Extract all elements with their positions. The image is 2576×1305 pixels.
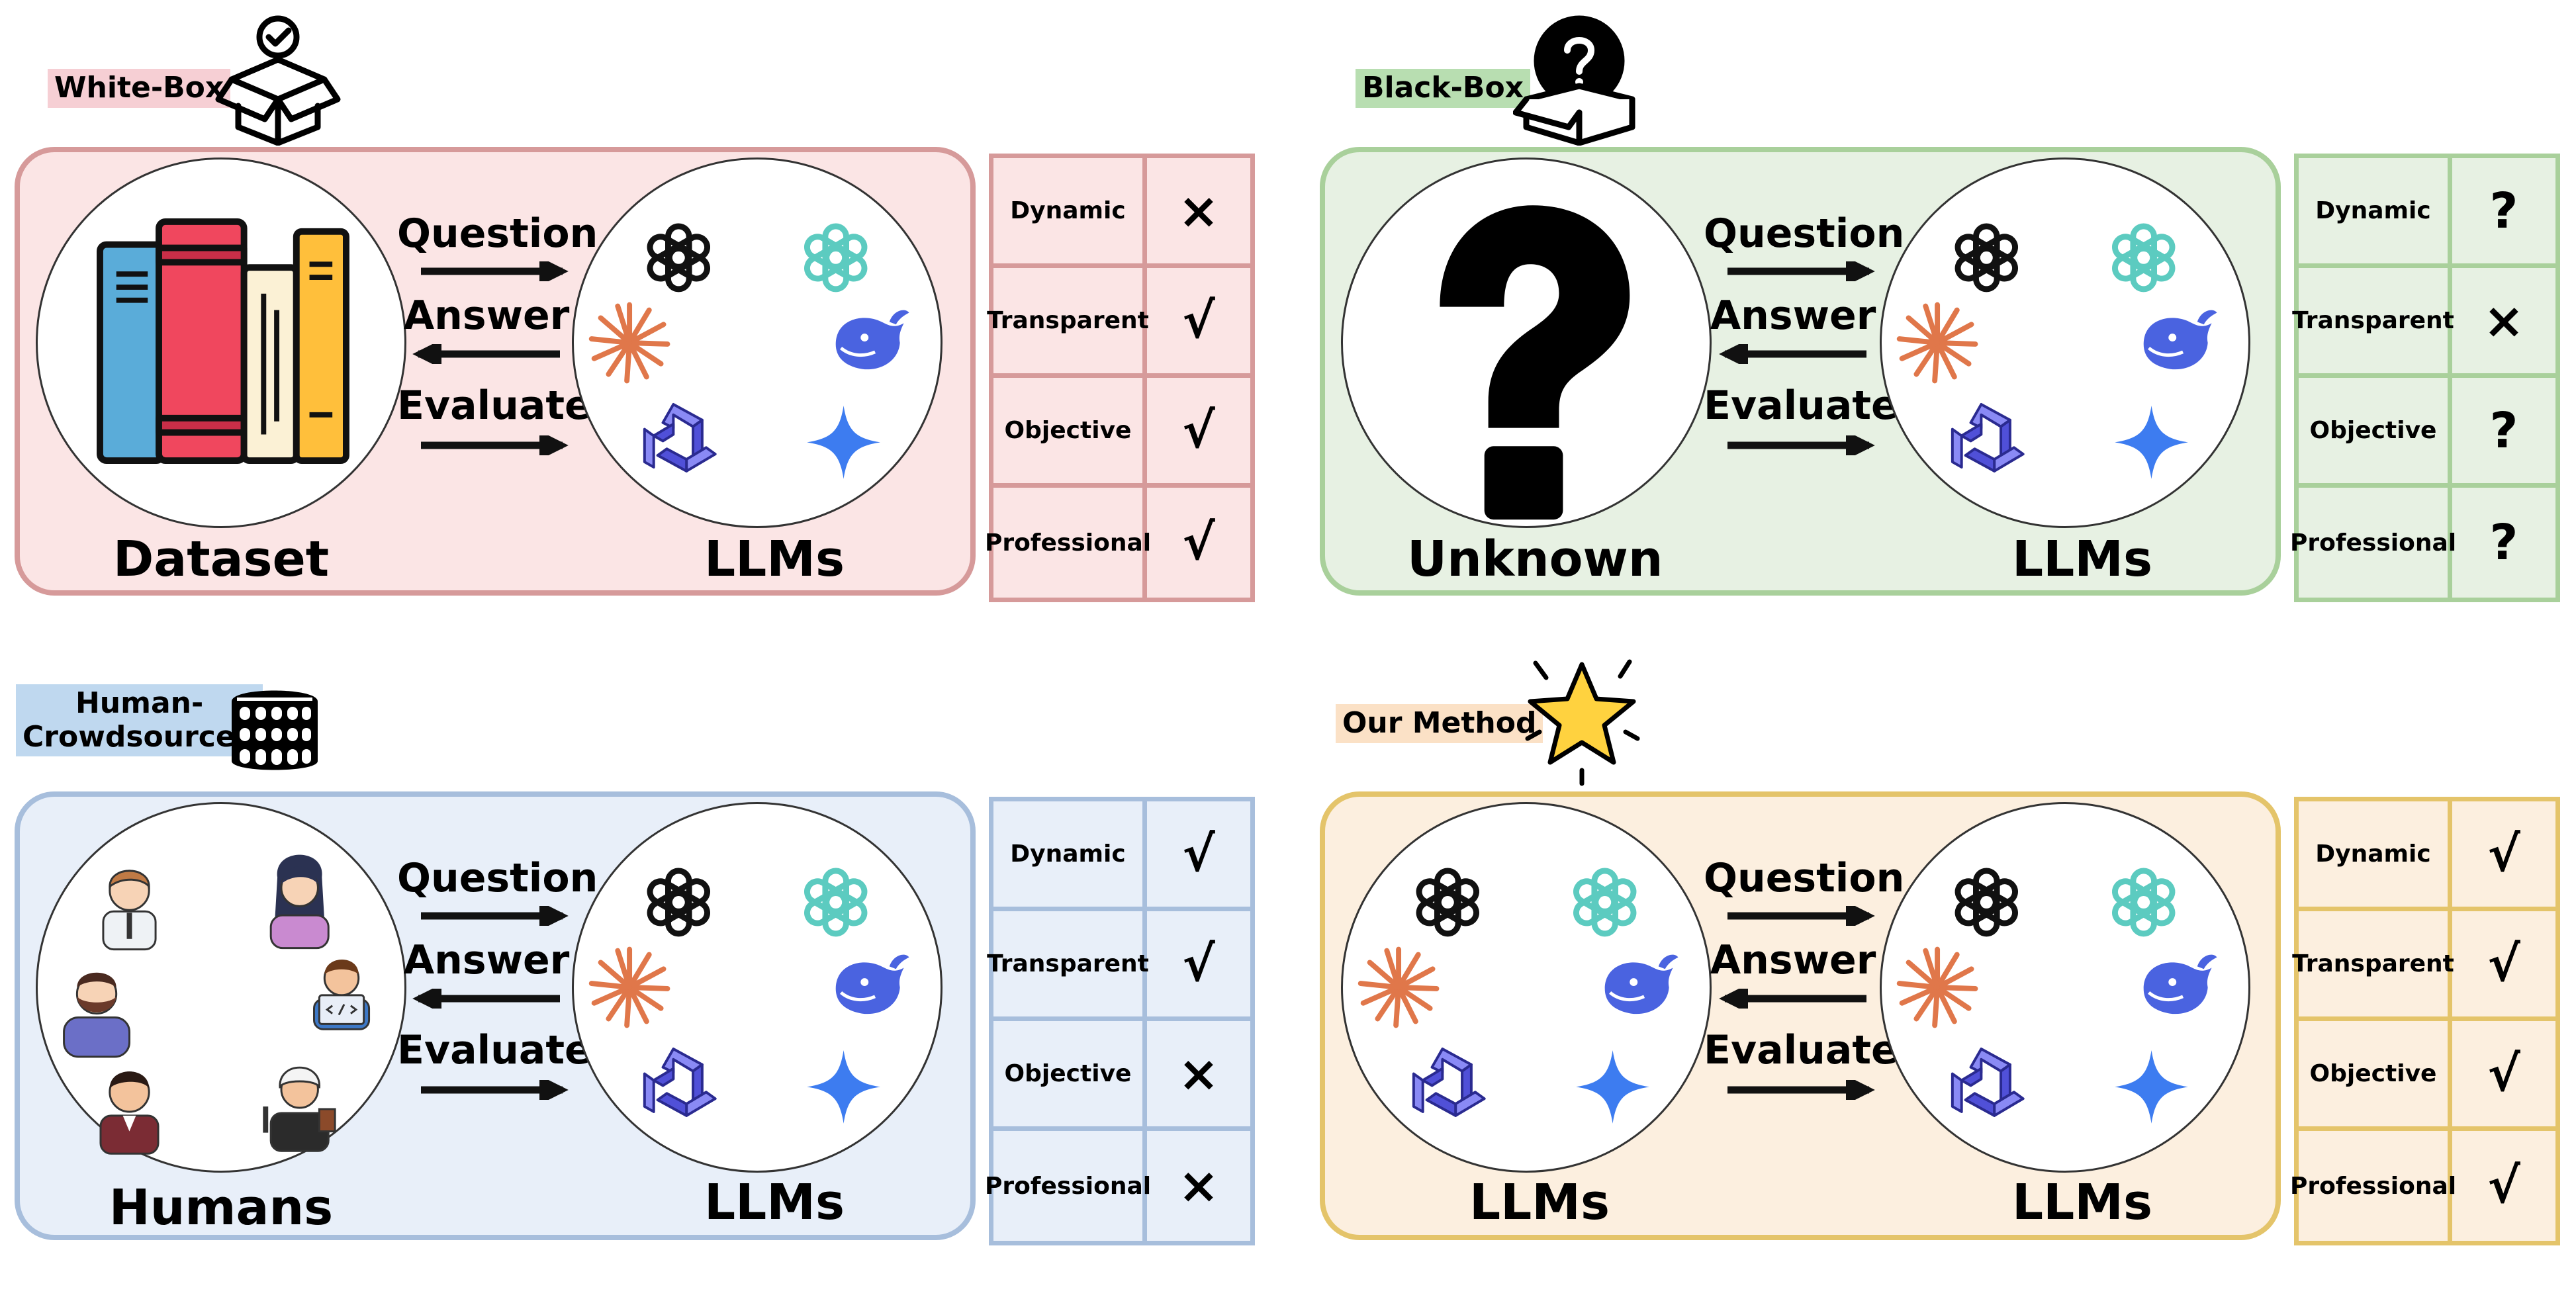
closed-box-question-icon: [1513, 15, 1635, 146]
crowd-table: Dynamic√Transparent√Objective×Profession…: [985, 797, 1255, 1245]
evaluate-label: Evaluate: [397, 1027, 592, 1073]
table-property-professional: Professional: [985, 488, 1151, 598]
answer-arrow: [1719, 989, 1866, 1009]
llms-circle: [1880, 158, 2250, 528]
humans-circle: [36, 802, 406, 1173]
llms-label: LLMs: [2012, 531, 2152, 588]
llms-label: LLMs: [704, 531, 845, 588]
llms-circle: [572, 158, 943, 528]
table-property-objective: Objective: [993, 1021, 1147, 1131]
question-arrow: [1727, 906, 1875, 926]
crowd-tag: Human- Crowdsourced: [16, 684, 263, 757]
table-mark-transparent: √: [1147, 911, 1250, 1021]
person-icon: [99, 1071, 160, 1155]
open-box-check-icon: [215, 15, 341, 146]
blackbox-tag: Black-Box: [1356, 69, 1531, 108]
dataset-circle: [36, 158, 406, 528]
evaluate-arrow: [1727, 1080, 1875, 1100]
person-icon: [63, 972, 130, 1058]
question-arrow: [421, 261, 569, 281]
table-mark-objective: √: [1147, 378, 1250, 488]
answer-label: Answer: [1710, 292, 1876, 339]
table-mark-professional: ?: [2489, 514, 2518, 571]
table-property-objective: Objective: [993, 378, 1147, 488]
table-property-professional: Professional: [2290, 1131, 2456, 1241]
table-property-dynamic: Dynamic: [993, 801, 1147, 911]
evaluate-arrow: [1727, 435, 1875, 455]
table-mark-dynamic: ?: [2452, 158, 2555, 268]
table-mark-dynamic: ×: [1147, 158, 1250, 268]
table-property-transparent: Transparent: [2292, 268, 2454, 378]
table-mark-professional: √: [1182, 514, 1215, 571]
llms-right-circle: [1880, 802, 2250, 1173]
evaluate-label: Evaluate: [1704, 1027, 1898, 1073]
question-label: Question: [1704, 855, 1905, 901]
table-property-professional: Professional: [985, 1131, 1151, 1241]
person-icon: [263, 1066, 336, 1152]
question-label: Question: [397, 210, 598, 257]
question-label: Question: [397, 855, 598, 901]
table-property-transparent: Transparent: [987, 911, 1149, 1021]
llms-circle: [572, 802, 943, 1173]
person-icon: [102, 870, 157, 951]
table-mark-dynamic: √: [1147, 801, 1250, 911]
llms-right-label: LLMs: [2012, 1174, 2152, 1231]
table-mark-objective: ?: [2452, 378, 2555, 488]
table-mark-professional: √: [2487, 1157, 2520, 1214]
person-icon: [269, 854, 330, 950]
table-property-objective: Objective: [2299, 1021, 2452, 1131]
answer-arrow: [1719, 344, 1866, 364]
table-mark-transparent: √: [2452, 911, 2555, 1021]
whitebox-tag: White-Box: [48, 69, 231, 108]
table-property-dynamic: Dynamic: [993, 158, 1147, 268]
crowd-tag-line2: Crowdsourced: [23, 719, 257, 754]
whitebox-table: Dynamic×Transparent√Objective√Profession…: [985, 154, 1255, 602]
answer-label: Answer: [403, 937, 570, 983]
question-arrow: [1727, 261, 1875, 281]
blackbox-table: Dynamic?Transparent×Objective?Profession…: [2290, 154, 2560, 602]
answer-arrow: [412, 344, 560, 364]
person-icon: [312, 959, 371, 1030]
table-mark-transparent: √: [1147, 268, 1250, 378]
answer-arrow: [412, 989, 560, 1009]
answer-label: Answer: [1710, 937, 1876, 983]
table-mark-professional: ×: [1177, 1157, 1219, 1214]
table-mark-transparent: ×: [2452, 268, 2555, 378]
humans-group: [63, 854, 371, 1155]
unknown-label: Unknown: [1407, 531, 1663, 588]
question-mark-icon: [1440, 205, 1630, 520]
table-mark-objective: ×: [1147, 1021, 1250, 1131]
table-property-professional: Professional: [2290, 488, 2456, 598]
evaluate-arrow: [421, 435, 569, 455]
evaluate-arrow: [421, 1080, 569, 1100]
sparkling-star-icon: [1525, 659, 1640, 786]
question-arrow: [421, 906, 569, 926]
table-property-transparent: Transparent: [2292, 911, 2454, 1021]
ours-table: Dynamic√Transparent√Objective√Profession…: [2290, 797, 2560, 1245]
llms-left-circle: [1341, 802, 1712, 1173]
table-property-objective: Objective: [2299, 378, 2452, 488]
table-property-dynamic: Dynamic: [2299, 801, 2452, 911]
ours-tag: Our Method: [1336, 704, 1543, 743]
evaluate-label: Evaluate: [1704, 382, 1898, 429]
answer-label: Answer: [403, 292, 570, 339]
crowd-tag-line1: Human-: [75, 686, 204, 720]
table-property-transparent: Transparent: [987, 268, 1149, 378]
humans-label: Humans: [109, 1179, 334, 1236]
question-label: Question: [1704, 210, 1905, 257]
table-property-dynamic: Dynamic: [2299, 158, 2452, 268]
table-mark-objective: √: [2452, 1021, 2555, 1131]
evaluate-label: Evaluate: [397, 382, 592, 429]
books-icon: [97, 218, 349, 465]
llms-label: LLMs: [704, 1174, 845, 1231]
unknown-circle: [1341, 158, 1712, 528]
table-mark-dynamic: √: [2452, 801, 2555, 911]
colosseum-icon: [232, 690, 318, 770]
llms-left-label: LLMs: [1469, 1174, 1610, 1231]
dataset-label: Dataset: [113, 531, 330, 588]
